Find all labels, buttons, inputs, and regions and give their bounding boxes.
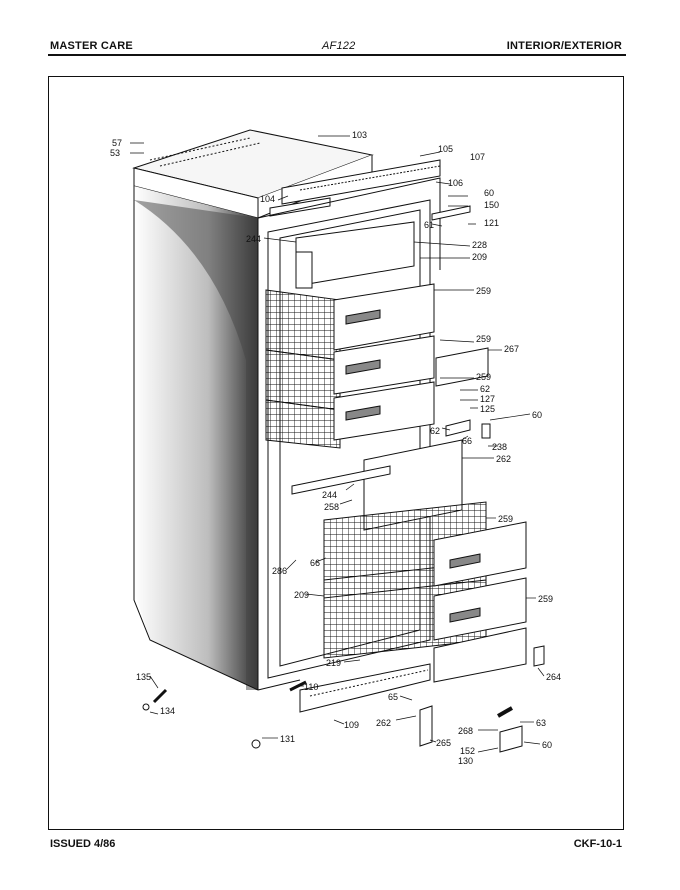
callout-c209a: 209: [472, 252, 487, 262]
callout-c57: 57: [112, 138, 122, 148]
callout-c121: 121: [484, 218, 499, 228]
callout-c127: 127: [480, 394, 495, 404]
callout-c105: 105: [438, 144, 453, 154]
door-shelves-lower: [433, 521, 527, 683]
callout-c53: 53: [110, 148, 120, 158]
callout-c65: 65: [388, 692, 398, 702]
callout-c125: 125: [480, 404, 495, 414]
callout-c259b: 259: [476, 334, 491, 344]
callout-c268: 268: [458, 726, 473, 736]
callout-c60a: 60: [484, 188, 494, 198]
callout-c135: 135: [136, 672, 151, 682]
callout-c259a: 259: [476, 286, 491, 296]
callout-c66b: 66: [310, 558, 320, 568]
callout-c66a: 66: [462, 436, 472, 446]
callout-c110: 110: [304, 682, 318, 692]
callout-c107: 107: [470, 152, 485, 162]
small-parts: [142, 205, 545, 753]
callout-c130: 130: [458, 756, 473, 766]
callout-c106: 106: [448, 178, 463, 188]
cabinet-body: [133, 177, 441, 691]
callout-c244a: 244: [246, 234, 261, 244]
callout-c60b: 60: [532, 410, 542, 420]
callout-c267: 267: [504, 344, 519, 354]
callout-c63: 63: [536, 718, 546, 728]
callout-c109: 109: [344, 720, 359, 730]
brand-label: MASTER CARE: [50, 40, 133, 52]
callout-c103: 103: [352, 130, 367, 140]
callout-c62a: 62: [480, 384, 490, 394]
callout-c209b: 209: [294, 590, 309, 600]
header-rule: [48, 54, 626, 56]
leader-lines: [130, 135, 545, 753]
top-panel: [295, 221, 415, 289]
callout-c258: 258: [324, 502, 339, 512]
callout-c262a: 262: [496, 454, 511, 464]
callout-c265: 265: [436, 738, 451, 748]
callout-c60c: 60: [542, 740, 552, 750]
callout-c244b: 244: [322, 490, 337, 500]
kick-plate: [299, 663, 431, 713]
callout-c152: 152: [460, 746, 475, 756]
callout-c219: 219: [326, 658, 341, 668]
front-trim: [269, 159, 441, 217]
model-label: AF122: [322, 40, 356, 52]
callout-c62b: 62: [430, 426, 440, 436]
door-shelves-upper: [333, 283, 435, 441]
callout-c264: 264: [546, 672, 561, 682]
callout-c131: 131: [280, 734, 295, 744]
callout-c228: 228: [472, 240, 487, 250]
callout-c259d: 259: [498, 514, 513, 524]
page-code: CKF-10-1: [573, 838, 622, 850]
callout-c259c: 259: [476, 372, 491, 382]
diagram-frame: [48, 76, 624, 830]
callout-c238: 238: [492, 442, 507, 452]
upper-baskets: [265, 289, 341, 449]
callout-c150: 150: [484, 200, 499, 210]
callout-c134: 134: [160, 706, 175, 716]
callout-c259e: 259: [538, 594, 553, 604]
callout-c286: 286: [272, 566, 287, 576]
issued-date: ISSUED 4/86: [50, 838, 116, 850]
callout-c104: 104: [260, 194, 275, 204]
section-label: INTERIOR/EXTERIOR: [506, 40, 622, 52]
callout-c61: 61: [424, 220, 434, 230]
callout-c262b: 262: [376, 718, 391, 728]
